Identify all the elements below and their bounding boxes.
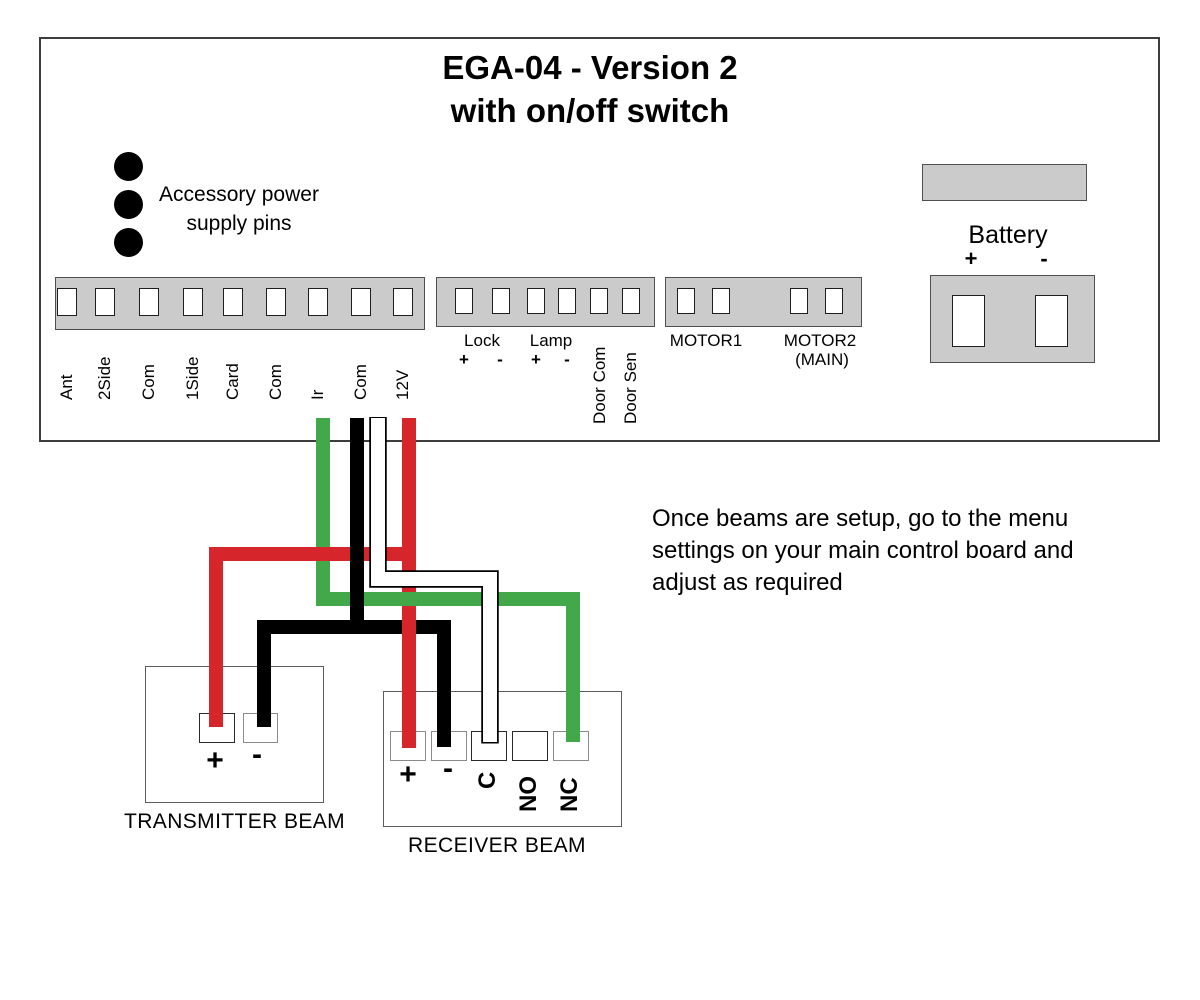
receiver-nc-label: NC <box>556 777 583 812</box>
battery-plus: + <box>964 246 978 271</box>
terminal-label-12v: 12V <box>393 369 412 400</box>
receiver-terminal-no <box>512 731 548 761</box>
transmitter-terminal-plus <box>199 713 235 743</box>
accessory-pin-dot <box>114 152 143 181</box>
terminal-label-ant: Ant <box>57 374 76 400</box>
terminal <box>455 288 473 314</box>
terminal <box>183 288 203 316</box>
motor2-label: MOTOR2 <box>783 331 857 350</box>
battery-label: Battery <box>968 221 1048 249</box>
accessory-pins-label: Accessory power supply pins <box>150 180 328 238</box>
setup-note: Once beams are setup, go to the menu set… <box>652 503 1074 599</box>
terminal <box>351 288 371 316</box>
terminal <box>492 288 510 314</box>
terminal <box>57 288 77 316</box>
terminal <box>308 288 328 316</box>
lamp-plus: + <box>531 350 541 369</box>
note-line1: Once beams are setup, go to the menu <box>652 505 1069 532</box>
terminal <box>622 288 640 314</box>
terminal <box>712 288 730 314</box>
terminal <box>95 288 115 316</box>
terminal <box>790 288 808 314</box>
terminal <box>139 288 159 316</box>
transmitter-beam-caption: TRANSMITTER BEAM <box>124 810 346 833</box>
terminal-label-com: Com <box>139 364 158 400</box>
terminal <box>825 288 843 314</box>
receiver-minus-label: - <box>443 752 453 785</box>
battery-terminal-plus <box>952 295 985 347</box>
accessory-pin-dot <box>114 228 143 257</box>
terminal <box>558 288 576 314</box>
note-line2: settings on your main control board and <box>652 537 1074 564</box>
note-line3: adjust as required <box>652 569 843 596</box>
terminal-label-1side: 1Side <box>183 356 202 400</box>
terminal <box>223 288 243 316</box>
diagram-title: EGA-04 - Version 2 with on/off switch <box>340 46 840 132</box>
terminal-label-ir: Ir <box>308 389 327 400</box>
terminal <box>590 288 608 314</box>
terminal-label-2side: 2Side <box>95 356 114 400</box>
motor2-main-label: (MAIN) <box>795 350 849 369</box>
battery-terminal-minus <box>1035 295 1068 347</box>
transmitter-plus-label: + <box>206 744 224 777</box>
door-sen-label: Door Sen <box>621 352 640 424</box>
lamp-minus: - <box>564 350 570 369</box>
lamp-label: Lamp <box>529 331 573 350</box>
terminal-label-com: Com <box>351 364 370 400</box>
terminal-label-card: Card <box>223 363 242 400</box>
accessory-pin-dot <box>114 190 143 219</box>
receiver-c-label: C <box>474 771 501 789</box>
accessory-pins-line1: Accessory power <box>159 183 319 206</box>
battery-connector-bar <box>922 164 1087 201</box>
terminal <box>266 288 286 316</box>
control-board-outline <box>39 37 1160 442</box>
lock-plus: + <box>459 350 469 369</box>
battery-minus: - <box>1040 246 1048 271</box>
terminal <box>677 288 695 314</box>
lock-label: Lock <box>464 331 500 350</box>
receiver-plus-label: + <box>399 758 417 791</box>
lock-minus: - <box>497 350 503 369</box>
terminal-label-com: Com <box>266 364 285 400</box>
motor1-label: MOTOR1 <box>669 331 743 350</box>
transmitter-minus-label: - <box>252 738 262 771</box>
terminal <box>527 288 545 314</box>
title-line1: EGA-04 - Version 2 <box>442 49 738 86</box>
receiver-no-label: NO <box>515 776 542 812</box>
title-line2: with on/off switch <box>450 92 730 129</box>
door-com-label: Door Com <box>590 346 609 424</box>
receiver-terminal-plus <box>390 731 426 761</box>
terminal <box>393 288 413 316</box>
receiver-terminal-c <box>471 731 507 761</box>
accessory-pins-line2: supply pins <box>186 212 292 235</box>
receiver-terminal-nc <box>553 731 589 761</box>
receiver-beam-caption: RECEIVER BEAM <box>408 834 586 857</box>
